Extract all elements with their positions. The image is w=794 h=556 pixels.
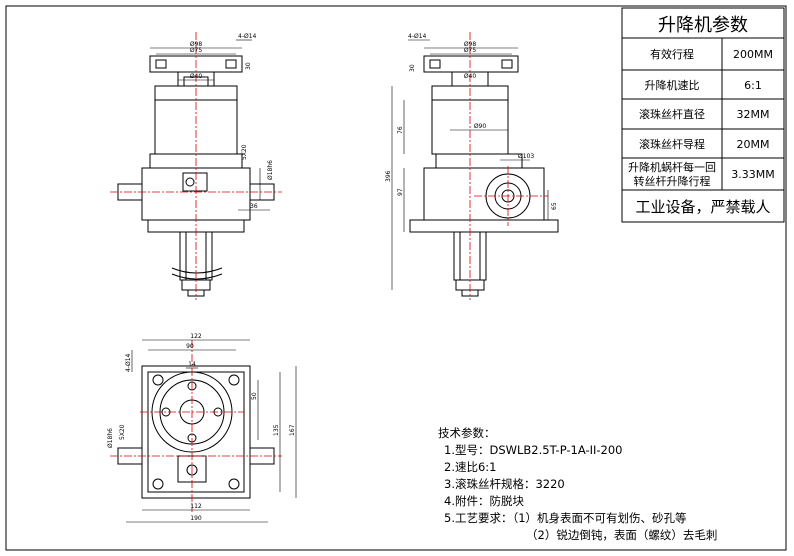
front-dim-d18: Ø18h6 [267,160,274,180]
param-value-travel: 3.33MM [731,168,774,181]
top-view [117,365,275,499]
side-dim-lines [391,39,549,290]
front-dim-d75: Ø75 [190,47,203,54]
front-dim-d98: Ø98 [190,41,203,48]
side-dim-h396: 396 [385,170,392,182]
top-dim-h50: 50 [251,392,258,400]
front-dim-hole: 4-Ø14 [238,33,257,40]
side-dim-d40: Ø40 [464,73,477,80]
tech-note-screw: 3.滚珠丝杆规格：3220 [444,477,565,491]
side-dim-d90: Ø90 [474,123,487,130]
param-value-diameter: 32MM [737,108,770,121]
tech-notes: 技术参数： 1.型号：DSWLB2.5T-P-1A-II-200 2.速比6:1… [438,426,717,542]
tech-note-ratio: 2.速比6:1 [444,460,496,474]
front-dim-lines [150,39,270,211]
top-dim-h167: 167 [289,424,296,436]
param-label-diameter: 滚珠丝杆直径 [639,107,705,121]
front-centerlines [110,32,282,300]
tech-note-process-cont: （2）锐边倒钝，表面（螺纹）去毛刺 [526,528,717,542]
top-centerlines [110,340,282,512]
safety-warning: 工业设备，严禁载人 [635,198,770,216]
front-dim-d40: Ø40 [190,73,203,80]
top-dim-h135: 135 [273,424,280,436]
top-dim-hole: 4-Ø14 [125,353,132,372]
side-dim-h30: 30 [409,64,416,72]
side-dim-hole: 4-Ø14 [408,33,427,40]
top-dim-d18: Ø18h6 [107,428,114,448]
param-label-travel-line1: 升降机蜗杆每一回 [628,160,716,174]
param-label-travel-line2: 转丝杆升降行程 [634,174,711,188]
sheet-border [5,5,787,551]
front-dim-w36: 36 [250,203,258,210]
param-label-lead: 滚珠丝杆导程 [639,137,705,151]
param-label-ratio: 升降机速比 [645,78,700,92]
side-centerlines [469,32,548,300]
param-label-stroke: 有效行程 [650,47,694,61]
param-value-ratio: 6:1 [744,79,762,92]
top-dim-lines [126,339,297,523]
side-dim-h97: 97 [397,188,404,196]
params-table-title: 升降机参数 [658,15,748,36]
param-value-lead: 20MM [737,138,770,151]
side-view [409,55,559,297]
top-dim-w122: 122 [190,333,202,340]
top-dim-d14: 14 [188,361,196,368]
param-value-stroke: 200MM [733,48,773,61]
top-dim-w112: 112 [190,503,202,510]
params-table: 升降机参数 有效行程 200MM 升降机速比 6:1 滚珠丝杆直径 32MM 滚… [621,7,785,223]
side-dim-h76: 76 [397,126,404,134]
side-dim-d98: Ø98 [464,41,477,48]
top-dim-key: 5X20 [119,424,126,440]
tech-note-model: 1.型号：DSWLB2.5T-P-1A-II-200 [444,443,623,457]
tech-note-accessory: 4.附件：防脱块 [444,494,524,508]
tech-note-process: 5.工艺要求：（1）机身表面不可有划伤、砂孔等 [444,511,687,525]
side-dim-d75: Ø75 [464,47,477,54]
top-dim-w90: 90 [186,343,194,350]
front-dim-key: 5X20 [241,144,248,160]
side-dim-h65: 65 [551,202,558,210]
tech-notes-heading: 技术参数： [438,426,496,440]
front-dim-h30: 30 [245,62,252,70]
top-dim-w190: 190 [190,515,202,522]
side-dim-d103: Ø103 [518,153,534,160]
